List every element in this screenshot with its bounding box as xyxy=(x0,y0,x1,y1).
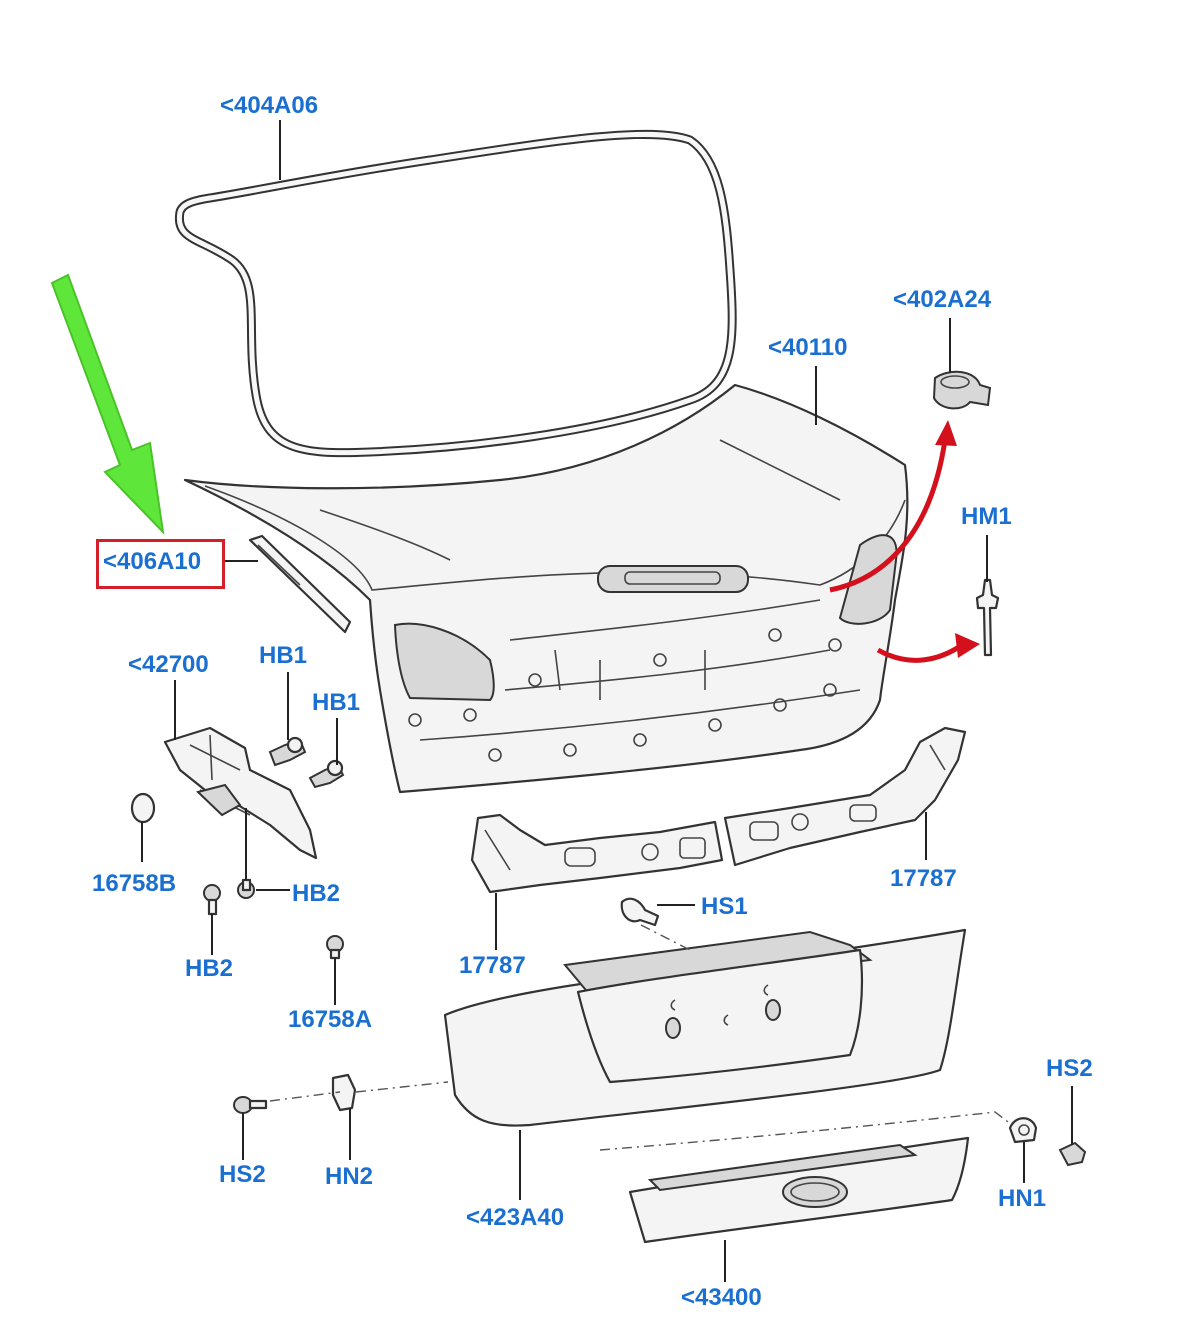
label-screw-hs2-left[interactable]: HS2 xyxy=(219,1161,266,1188)
label-bolt-hb2-left[interactable]: HB2 xyxy=(185,955,234,982)
label-stud-hm1[interactable]: HM1 xyxy=(961,503,1012,530)
trim-panel-17787-left[interactable] xyxy=(470,813,724,894)
hb1-bolt-lower[interactable] xyxy=(308,759,345,789)
label-nut-hn2[interactable]: HN2 xyxy=(325,1163,374,1190)
label-panel-423a40[interactable]: <423A40 xyxy=(466,1204,565,1231)
label-seal-404a06[interactable]: <404A06 xyxy=(220,92,319,119)
hn2-nut[interactable] xyxy=(331,1073,357,1112)
label-plug-16758a[interactable]: 16758A xyxy=(288,1006,373,1033)
label-bumper-402a24[interactable]: <402A24 xyxy=(893,286,992,313)
label-nut-hn1[interactable]: HN1 xyxy=(998,1185,1047,1212)
label-trim-17787-right[interactable]: 17787 xyxy=(890,865,957,892)
pointer-arrow-icon xyxy=(50,273,165,535)
label-screw-hs1[interactable]: HS1 xyxy=(701,893,748,920)
hs1-screw[interactable] xyxy=(620,897,660,927)
label-lid-40110[interactable]: <40110 xyxy=(768,334,848,361)
label-trim-17787-left[interactable]: 17787 xyxy=(459,952,526,979)
plug-16758a[interactable] xyxy=(326,935,344,960)
hinge[interactable] xyxy=(163,726,318,860)
highlight-box xyxy=(96,539,225,589)
trim-panel-17787-right[interactable] xyxy=(723,726,967,867)
hb2-bolt-left[interactable] xyxy=(203,884,221,916)
hm1-stud[interactable] xyxy=(975,578,1000,657)
plug-16758b[interactable] xyxy=(130,792,156,824)
label-hinge-42700[interactable]: <42700 xyxy=(128,651,209,678)
label-bolt-hb2-right[interactable]: HB2 xyxy=(292,880,341,907)
leader-lines xyxy=(141,120,1073,1282)
hs2-screw-left[interactable] xyxy=(233,1096,268,1114)
lid-bumper[interactable] xyxy=(932,370,992,410)
label-plug-16758b[interactable]: 16758B xyxy=(92,870,177,897)
rear-moulding[interactable] xyxy=(628,1136,970,1244)
trunk-lid[interactable] xyxy=(183,383,909,794)
curved-arrow-icon xyxy=(829,420,980,663)
gas-strut[interactable] xyxy=(248,534,352,634)
label-screw-hs2-right[interactable]: HS2 xyxy=(1046,1055,1093,1082)
hb1-bolt-upper[interactable] xyxy=(268,736,307,767)
weatherstrip-seal[interactable] xyxy=(174,129,737,458)
label-bolt-hb1-upper[interactable]: HB1 xyxy=(259,642,308,669)
label-moulding-43400[interactable]: <43400 xyxy=(681,1284,762,1311)
lower-panel[interactable] xyxy=(443,928,967,1127)
label-bolt-hb1-lower[interactable]: HB1 xyxy=(312,689,361,716)
hn1-nut[interactable] xyxy=(1008,1117,1038,1144)
hb2-bolt-right[interactable] xyxy=(237,878,255,899)
hs2-screw-right[interactable] xyxy=(1058,1141,1087,1167)
label-strut-406a10[interactable]: <406A10 xyxy=(103,548,202,575)
